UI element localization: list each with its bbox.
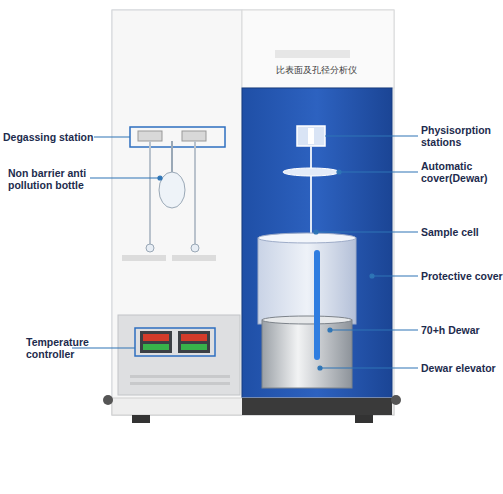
part-label: Degassing station <box>3 131 98 143</box>
part-label: Automatic cover(Dewar) <box>421 160 501 184</box>
device-title: 比表面及孔径分析仪 <box>276 64 357 77</box>
part-label: Temperature controller <box>26 336 94 360</box>
part-label: Non barrier anti pollution bottle <box>8 167 94 191</box>
part-label: Physisorption stations <box>421 124 501 148</box>
part-label: Dewar elevator <box>421 362 501 374</box>
part-label: Sample cell <box>421 226 501 238</box>
part-label: Protective cover <box>421 270 503 282</box>
part-label: 70+h Dewar <box>421 324 501 336</box>
